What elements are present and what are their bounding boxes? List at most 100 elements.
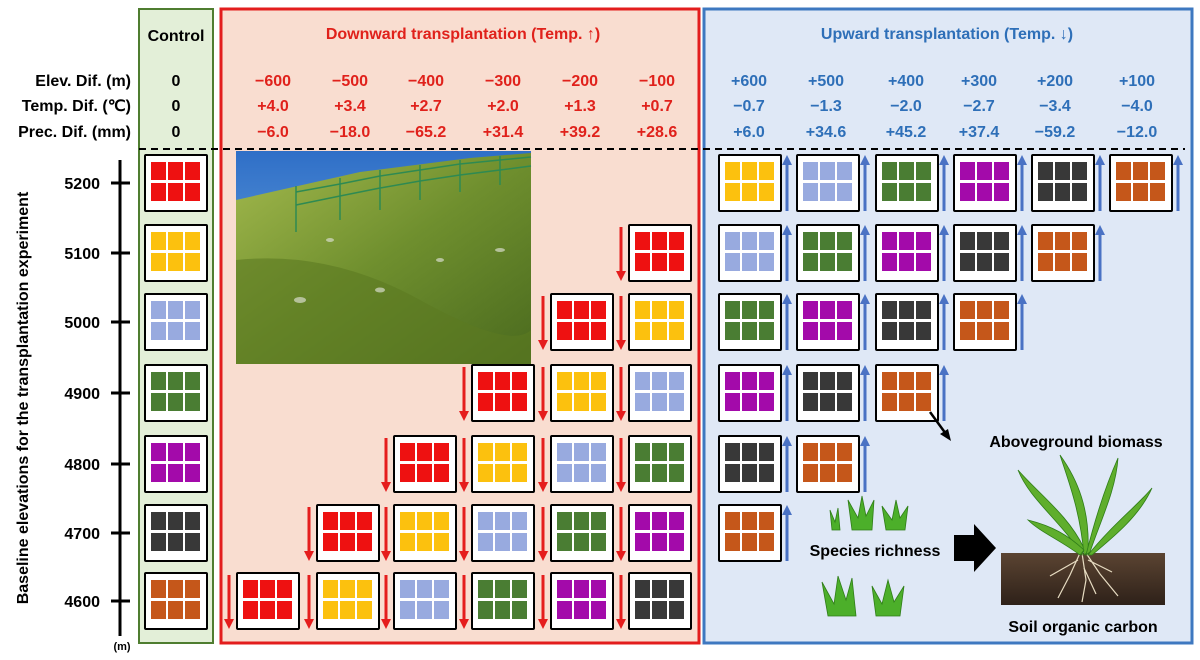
transplant-plot (953, 154, 1017, 212)
upward-prec-value: +37.4 (959, 124, 1000, 141)
transplant-plot (718, 224, 782, 282)
up-arrow-icon (782, 294, 792, 350)
up-arrow-icon (1173, 155, 1183, 211)
down-arrow-icon (616, 367, 626, 421)
elev-row-label: Elev. Dif. (m) (35, 73, 131, 90)
upward-prec-value: −12.0 (1117, 124, 1158, 141)
axis-tick-label: 4800 (64, 457, 100, 474)
transplant-plot (393, 435, 457, 493)
transplant-plot (875, 224, 939, 282)
control-temp-value: 0 (172, 98, 181, 115)
upward-prec-value: +6.0 (733, 124, 765, 141)
transplant-plot (628, 504, 692, 562)
downward-temp-value: +0.7 (641, 98, 673, 115)
up-arrow-icon (782, 505, 792, 561)
transplant-plot (471, 364, 535, 422)
up-arrow-icon (782, 365, 792, 421)
control-elev-value: 0 (172, 73, 181, 90)
up-arrow-icon (860, 365, 870, 421)
transplant-plot (144, 293, 208, 351)
down-arrow-icon (459, 438, 469, 492)
downward-prec-value: −6.0 (257, 124, 289, 141)
transplant-plot (550, 435, 614, 493)
down-arrow-icon (538, 575, 548, 629)
axis-tick-label: 4700 (64, 526, 100, 543)
transplant-plot (953, 293, 1017, 351)
transplant-plot (628, 364, 692, 422)
transplant-plot (628, 293, 692, 351)
upward-temp-value: −2.7 (963, 98, 995, 115)
transplant-plot (628, 572, 692, 630)
up-arrow-icon (1095, 225, 1105, 281)
upward-elev-value: +600 (731, 73, 767, 90)
transplant-plot (953, 224, 1017, 282)
up-arrow-icon (860, 155, 870, 211)
soil-organic-carbon-label: Soil organic carbon (1008, 619, 1157, 636)
upward-prec-value: −59.2 (1035, 124, 1076, 141)
transplant-plot (718, 293, 782, 351)
transplant-plot (550, 504, 614, 562)
axis-tick-label: 5200 (64, 176, 100, 193)
downward-prec-value: −65.2 (406, 124, 447, 141)
transplant-plot (875, 364, 939, 422)
grass-tuft-icon (821, 495, 909, 617)
up-arrow-icon (939, 365, 949, 421)
transplant-plot (316, 572, 380, 630)
alpine-meadow-photo (236, 151, 532, 364)
transplant-plot (875, 154, 939, 212)
up-arrow-icon (860, 436, 870, 492)
downward-prec-value: +31.4 (483, 124, 524, 141)
downward-elev-value: −200 (562, 73, 598, 90)
transplant-plot (796, 154, 860, 212)
up-arrow-icon (782, 155, 792, 211)
down-arrow-icon (538, 367, 548, 421)
down-arrow-icon (538, 507, 548, 561)
transplant-plot (236, 572, 300, 630)
upward-elev-value: +500 (808, 73, 844, 90)
up-arrow-icon (782, 436, 792, 492)
biomass-pointer-arrow (928, 411, 948, 435)
downward-elev-value: −600 (255, 73, 291, 90)
up-arrow-icon (1017, 155, 1027, 211)
transplant-plot (471, 504, 535, 562)
upward-temp-value: −4.0 (1121, 98, 1153, 115)
transplant-plot (796, 224, 860, 282)
downward-prec-value: +28.6 (637, 124, 678, 141)
axis-tick-label: 4900 (64, 386, 100, 403)
transplant-plot (144, 435, 208, 493)
transplant-plot (550, 293, 614, 351)
transplant-plot (718, 504, 782, 562)
down-arrow-icon (381, 575, 391, 629)
transplant-plot (718, 154, 782, 212)
up-arrow-icon (860, 225, 870, 281)
downward-prec-value: −18.0 (330, 124, 371, 141)
axis-tick-label: 5000 (64, 315, 100, 332)
down-arrow-icon (616, 575, 626, 629)
down-arrow-icon (304, 575, 314, 629)
down-arrow-icon (616, 227, 626, 281)
up-arrow-icon (939, 155, 949, 211)
down-arrow-icon (304, 507, 314, 561)
big-right-arrow-icon (954, 524, 996, 572)
transplant-plot (796, 364, 860, 422)
soil-roots-icon (1001, 552, 1165, 605)
down-arrow-icon (459, 367, 469, 421)
downward-elev-value: −100 (639, 73, 675, 90)
upward-temp-value: −0.7 (733, 98, 765, 115)
transplant-plot (796, 435, 860, 493)
transplant-plot (1031, 224, 1095, 282)
upward-temp-value: −1.3 (810, 98, 842, 115)
transplant-plot (471, 572, 535, 630)
downward-header: Downward transplantation (Temp. ↑) (326, 26, 600, 43)
down-arrow-icon (459, 507, 469, 561)
down-arrow-icon (538, 438, 548, 492)
downward-prec-value: +39.2 (560, 124, 601, 141)
transplant-plot (718, 435, 782, 493)
prec-row-label: Prec. Dif. (mm) (18, 124, 131, 141)
transplant-plot (1109, 154, 1173, 212)
transplant-plot (471, 435, 535, 493)
transplant-plot (144, 504, 208, 562)
down-arrow-icon (616, 296, 626, 350)
downward-temp-value: +2.0 (487, 98, 519, 115)
